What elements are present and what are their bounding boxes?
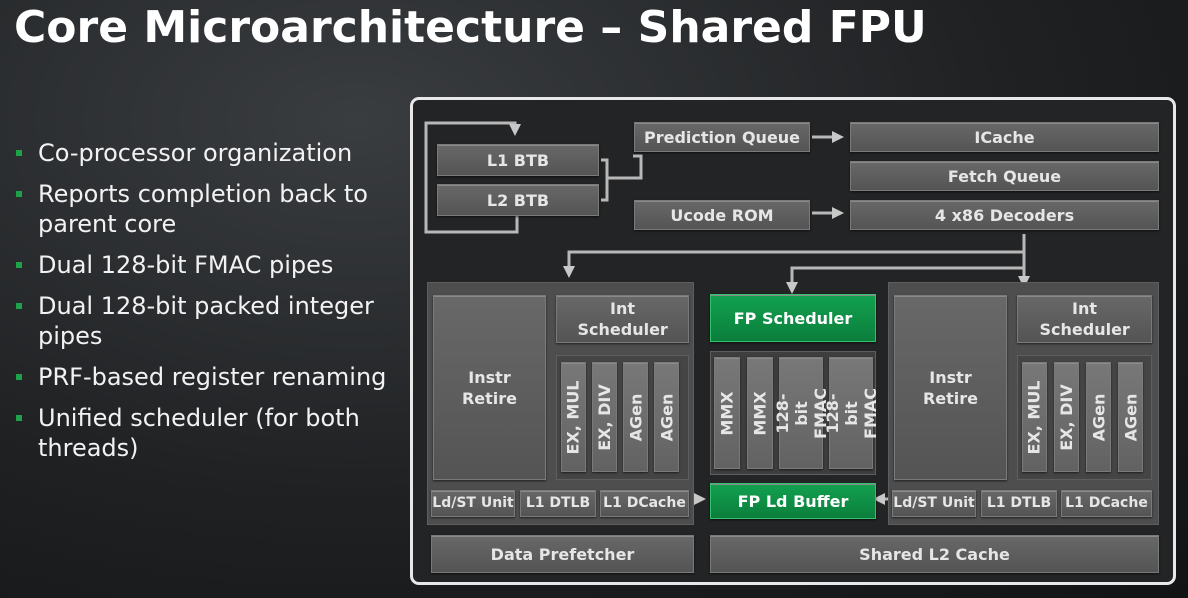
icache-block: ICache [850,122,1159,152]
x86-decoders-block: 4 x86 Decoders [850,200,1159,230]
bullet-text: Dual 128-bit FMAC pipes [38,251,334,279]
mmx-block-2: MMX [747,357,773,469]
fp-scheduler-block: FP Scheduler [710,294,876,342]
left-l1-dtlb-block: L1 DTLB [520,490,596,517]
fmac-label: 128-bit FMAC [772,387,830,439]
right-ex-mul-block: EX, MUL [1022,362,1047,472]
right-l1-dcache-block: L1 DCache [1061,490,1152,517]
fp-ld-buffer-block: FP Ld Buffer [710,483,876,519]
bullet-item: Reports completion back to parent core [14,179,394,239]
bullet-item: PRF-based register renaming [14,362,394,392]
right-agen-block-1: AGen [1086,362,1111,472]
bullet-marker [16,191,22,197]
left-exec-units: EX, MUL EX, DIV AGen AGen [556,355,689,480]
shared-l2-cache-block: Shared L2 Cache [710,535,1159,573]
l1-btb-block: L1 BTB [437,144,599,176]
fetch-queue-block: Fetch Queue [850,161,1159,191]
bullet-text: PRF-based register renaming [38,363,387,391]
left-ex-div-block: EX, DIV [592,362,617,472]
mmx-block-1: MMX [714,357,740,469]
decoders-to-fp-arrow [786,234,1026,294]
btb-loop-arrow [424,121,521,234]
ex-mul-label: EX, MUL [1025,379,1044,455]
right-int-scheduler-block: Int Scheduler [1017,295,1152,343]
ucode-rom-block: Ucode ROM [634,200,810,230]
left-agen-block-2: AGen [654,362,679,472]
right-ex-div-block: EX, DIV [1054,362,1079,472]
btb-to-prediction-arrow [601,154,643,202]
left-l1-dcache-block: L1 DCache [600,490,689,517]
bullet-text: Co-processor organization [38,139,353,167]
left-ex-mul-block: EX, MUL [561,362,586,472]
bullet-marker [16,415,22,421]
agen-label: AGen [626,393,646,441]
data-prefetcher-block: Data Prefetcher [431,535,694,573]
instr-retire-label: Instr Retire [461,367,518,408]
left-agen-block-1: AGen [623,362,648,472]
int-scheduler-label: Int Scheduler [577,299,668,339]
left-instr-retire-block: Instr Retire [433,295,546,480]
agen-label: AGen [657,393,677,441]
prediction-queue-block: Prediction Queue [634,122,810,152]
right-instr-retire-block: Instr Retire [894,295,1007,480]
ex-mul-label: EX, MUL [564,379,583,455]
bullet-item: Unified scheduler (for both threads) [14,403,394,463]
agen-label: AGen [1089,393,1109,441]
bullet-item: Dual 128-bit packed integer pipes [14,291,394,351]
bullet-text: Reports completion back to parent core [38,180,368,238]
bullet-item: Dual 128-bit FMAC pipes [14,250,394,280]
bullet-marker [16,374,22,380]
connector-arrows [424,121,1030,505]
agen-label: AGen [1121,393,1141,441]
bullet-marker [16,150,22,156]
bullet-item: Co-processor organization [14,138,394,168]
right-ldst-unit-block: Ld/ST Unit [892,490,976,517]
fmac-label: 128-bit FMAC [822,387,880,439]
ex-div-label: EX, DIV [1057,383,1076,451]
right-l1-dtlb-block: L1 DTLB [981,490,1057,517]
bullet-marker [16,262,22,268]
int-scheduler-label: Int Scheduler [1039,299,1130,339]
ex-div-label: EX, DIV [595,383,614,451]
decoders-to-left-core-arrow [563,234,1026,278]
instr-retire-label: Instr Retire [922,367,979,408]
bullet-text: Dual 128-bit packed integer pipes [38,292,374,350]
slide-title: Core Microarchitecture – Shared FPU [14,2,927,53]
fmac-block-1: 128-bit FMAC [773,357,830,469]
fpu-exec-units: MMX MMX 128-bit FMAC 128-bit FMAC [710,351,880,475]
right-exec-units: EX, MUL EX, DIV AGen AGen [1017,355,1152,480]
l2-btb-block: L2 BTB [437,184,599,216]
fmac-block-2: 128-bit FMAC [823,357,880,469]
left-ldst-unit-block: Ld/ST Unit [431,490,515,517]
left-int-scheduler-block: Int Scheduler [556,295,689,343]
mmx-label: MMX [750,390,770,436]
right-integer-core: Instr Retire Int Scheduler EX, MUL EX, D… [888,282,1159,525]
bullet-marker [16,303,22,309]
bullet-text: Unified scheduler (for both threads) [38,404,360,462]
microarchitecture-diagram: L1 BTB L2 BTB Prediction Queue Ucode ROM… [410,97,1176,585]
left-integer-core: Instr Retire Int Scheduler EX, MUL EX, D… [427,282,694,525]
bullet-list: Co-processor organization Reports comple… [14,138,394,474]
right-agen-block-2: AGen [1118,362,1143,472]
mmx-label: MMX [717,390,737,436]
